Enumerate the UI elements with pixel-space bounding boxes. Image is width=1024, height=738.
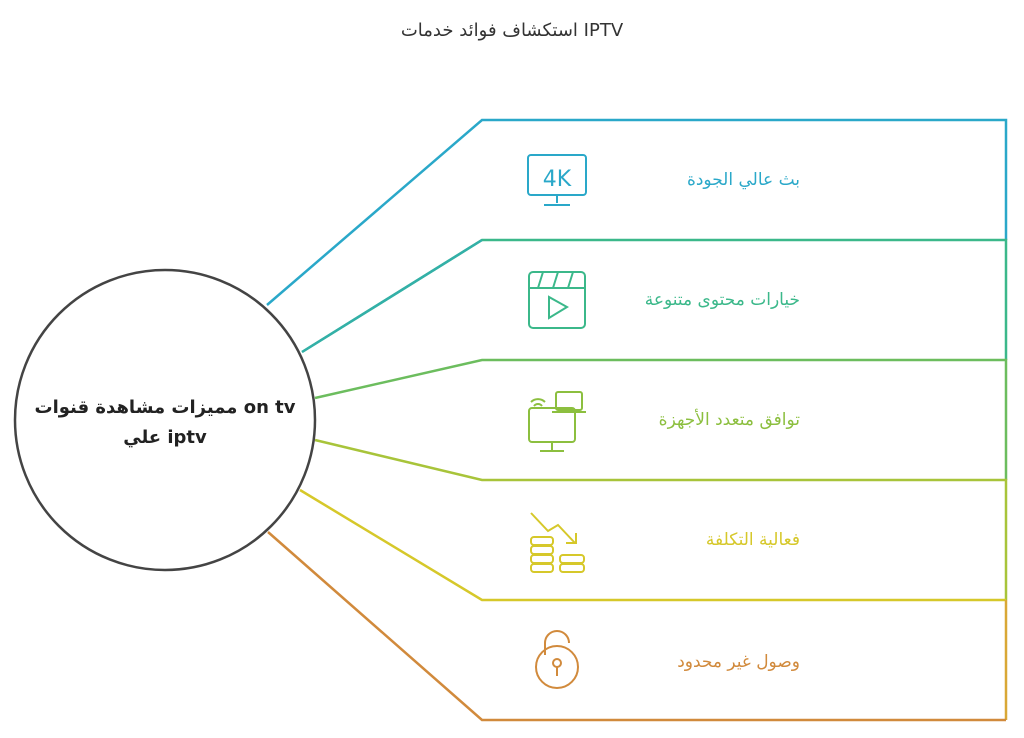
unlock-icon [535, 630, 579, 689]
benefit-label-1: بث عالي الجودة [686, 170, 800, 190]
4k-tv-icon: 4K [527, 154, 587, 206]
center-label: on tv مميزات مشاهدة قنوات iptv علي [30, 393, 300, 453]
page-title: IPTV استكشاف فوائد خدمات [400, 20, 624, 41]
benefit-band-5 [299, 488, 1008, 720]
benefit-band-1 [266, 118, 1008, 306]
benefit-band-3 [314, 358, 1008, 480]
benefit-band-4 [314, 438, 1008, 600]
benefit-band-2 [301, 238, 1008, 360]
benefit-label-5: وصول غير محدود [677, 652, 800, 672]
benefit-label-2: خيارات محتوى متنوعة [644, 290, 800, 310]
center-label-line2: iptv علي [123, 427, 207, 448]
benefit-band-6 [267, 531, 1006, 722]
center-circle [13, 268, 317, 572]
benefit-label-3: توافق متعدد الأجهزة [658, 410, 800, 430]
svg-text:4K: 4K [543, 167, 572, 192]
video-clapper-icon [528, 271, 586, 329]
center-label-line1: on tv مميزات مشاهدة قنوات [34, 397, 296, 418]
cost-coins-icon [530, 512, 585, 573]
benefit-label-4: فعالية التكلفة [705, 530, 800, 550]
multi-device-icon [528, 391, 586, 452]
